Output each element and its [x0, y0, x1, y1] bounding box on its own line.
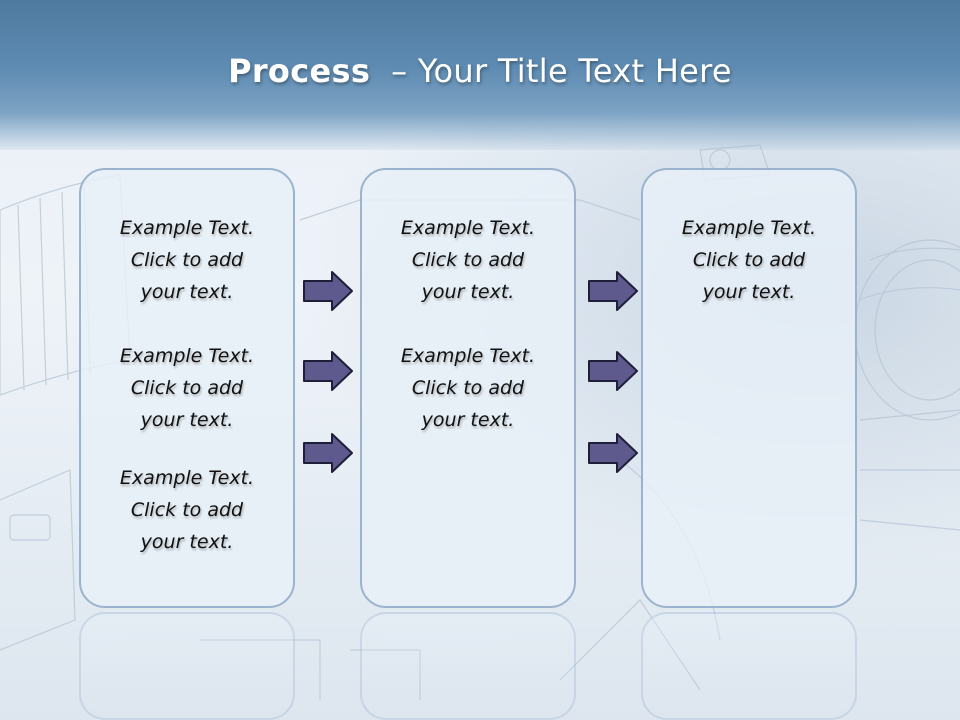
step-2-text-block-2[interactable]: Example Text. Click to add your text. [362, 340, 574, 436]
right-arrow-icon [588, 433, 638, 473]
title-bold-word: Process [228, 52, 371, 90]
text-line: your text. [421, 409, 515, 431]
text-line: Example Text. [119, 217, 255, 239]
text-line: Click to add [130, 377, 244, 399]
text-line: Click to add [130, 249, 244, 271]
text-line: your text. [140, 409, 234, 431]
slide-title[interactable]: Process – Your Title Text Here [0, 52, 960, 90]
text-line: your text. [140, 281, 234, 303]
text-line: your text. [421, 281, 515, 303]
step-1-text-block-2[interactable]: Example Text. Click to add your text. [81, 340, 293, 436]
text-line: Click to add [130, 499, 244, 521]
text-line: Click to add [411, 249, 525, 271]
text-line: Example Text. [119, 345, 255, 367]
text-line: Example Text. [119, 467, 255, 489]
step-1-text-block-1[interactable]: Example Text. Click to add your text. [81, 212, 293, 308]
right-arrow-icon [588, 351, 638, 391]
title-rest: – Your Title Text Here [391, 52, 732, 90]
right-arrow-icon [303, 433, 353, 473]
step-1-reflection [79, 612, 295, 720]
right-arrow-icon [303, 351, 353, 391]
text-line: Click to add [411, 377, 525, 399]
text-line: Example Text. [400, 217, 536, 239]
right-arrow-icon [303, 271, 353, 311]
process-step-2-box[interactable]: Example Text. Click to add your text. Ex… [360, 168, 576, 608]
step-2-reflection [360, 612, 576, 720]
step-3-reflection [641, 612, 857, 720]
step-3-text-block-1[interactable]: Example Text. Click to add your text. [643, 212, 855, 308]
step-1-text-block-3[interactable]: Example Text. Click to add your text. [81, 462, 293, 558]
text-line: Click to add [692, 249, 806, 271]
text-line: your text. [140, 531, 234, 553]
title-bar [0, 0, 960, 150]
right-arrow-icon [588, 271, 638, 311]
step-2-text-block-1[interactable]: Example Text. Click to add your text. [362, 212, 574, 308]
process-step-1-box[interactable]: Example Text. Click to add your text. Ex… [79, 168, 295, 608]
text-line: Example Text. [681, 217, 817, 239]
process-step-3-box[interactable]: Example Text. Click to add your text. [641, 168, 857, 608]
text-line: your text. [702, 281, 796, 303]
text-line: Example Text. [400, 345, 536, 367]
